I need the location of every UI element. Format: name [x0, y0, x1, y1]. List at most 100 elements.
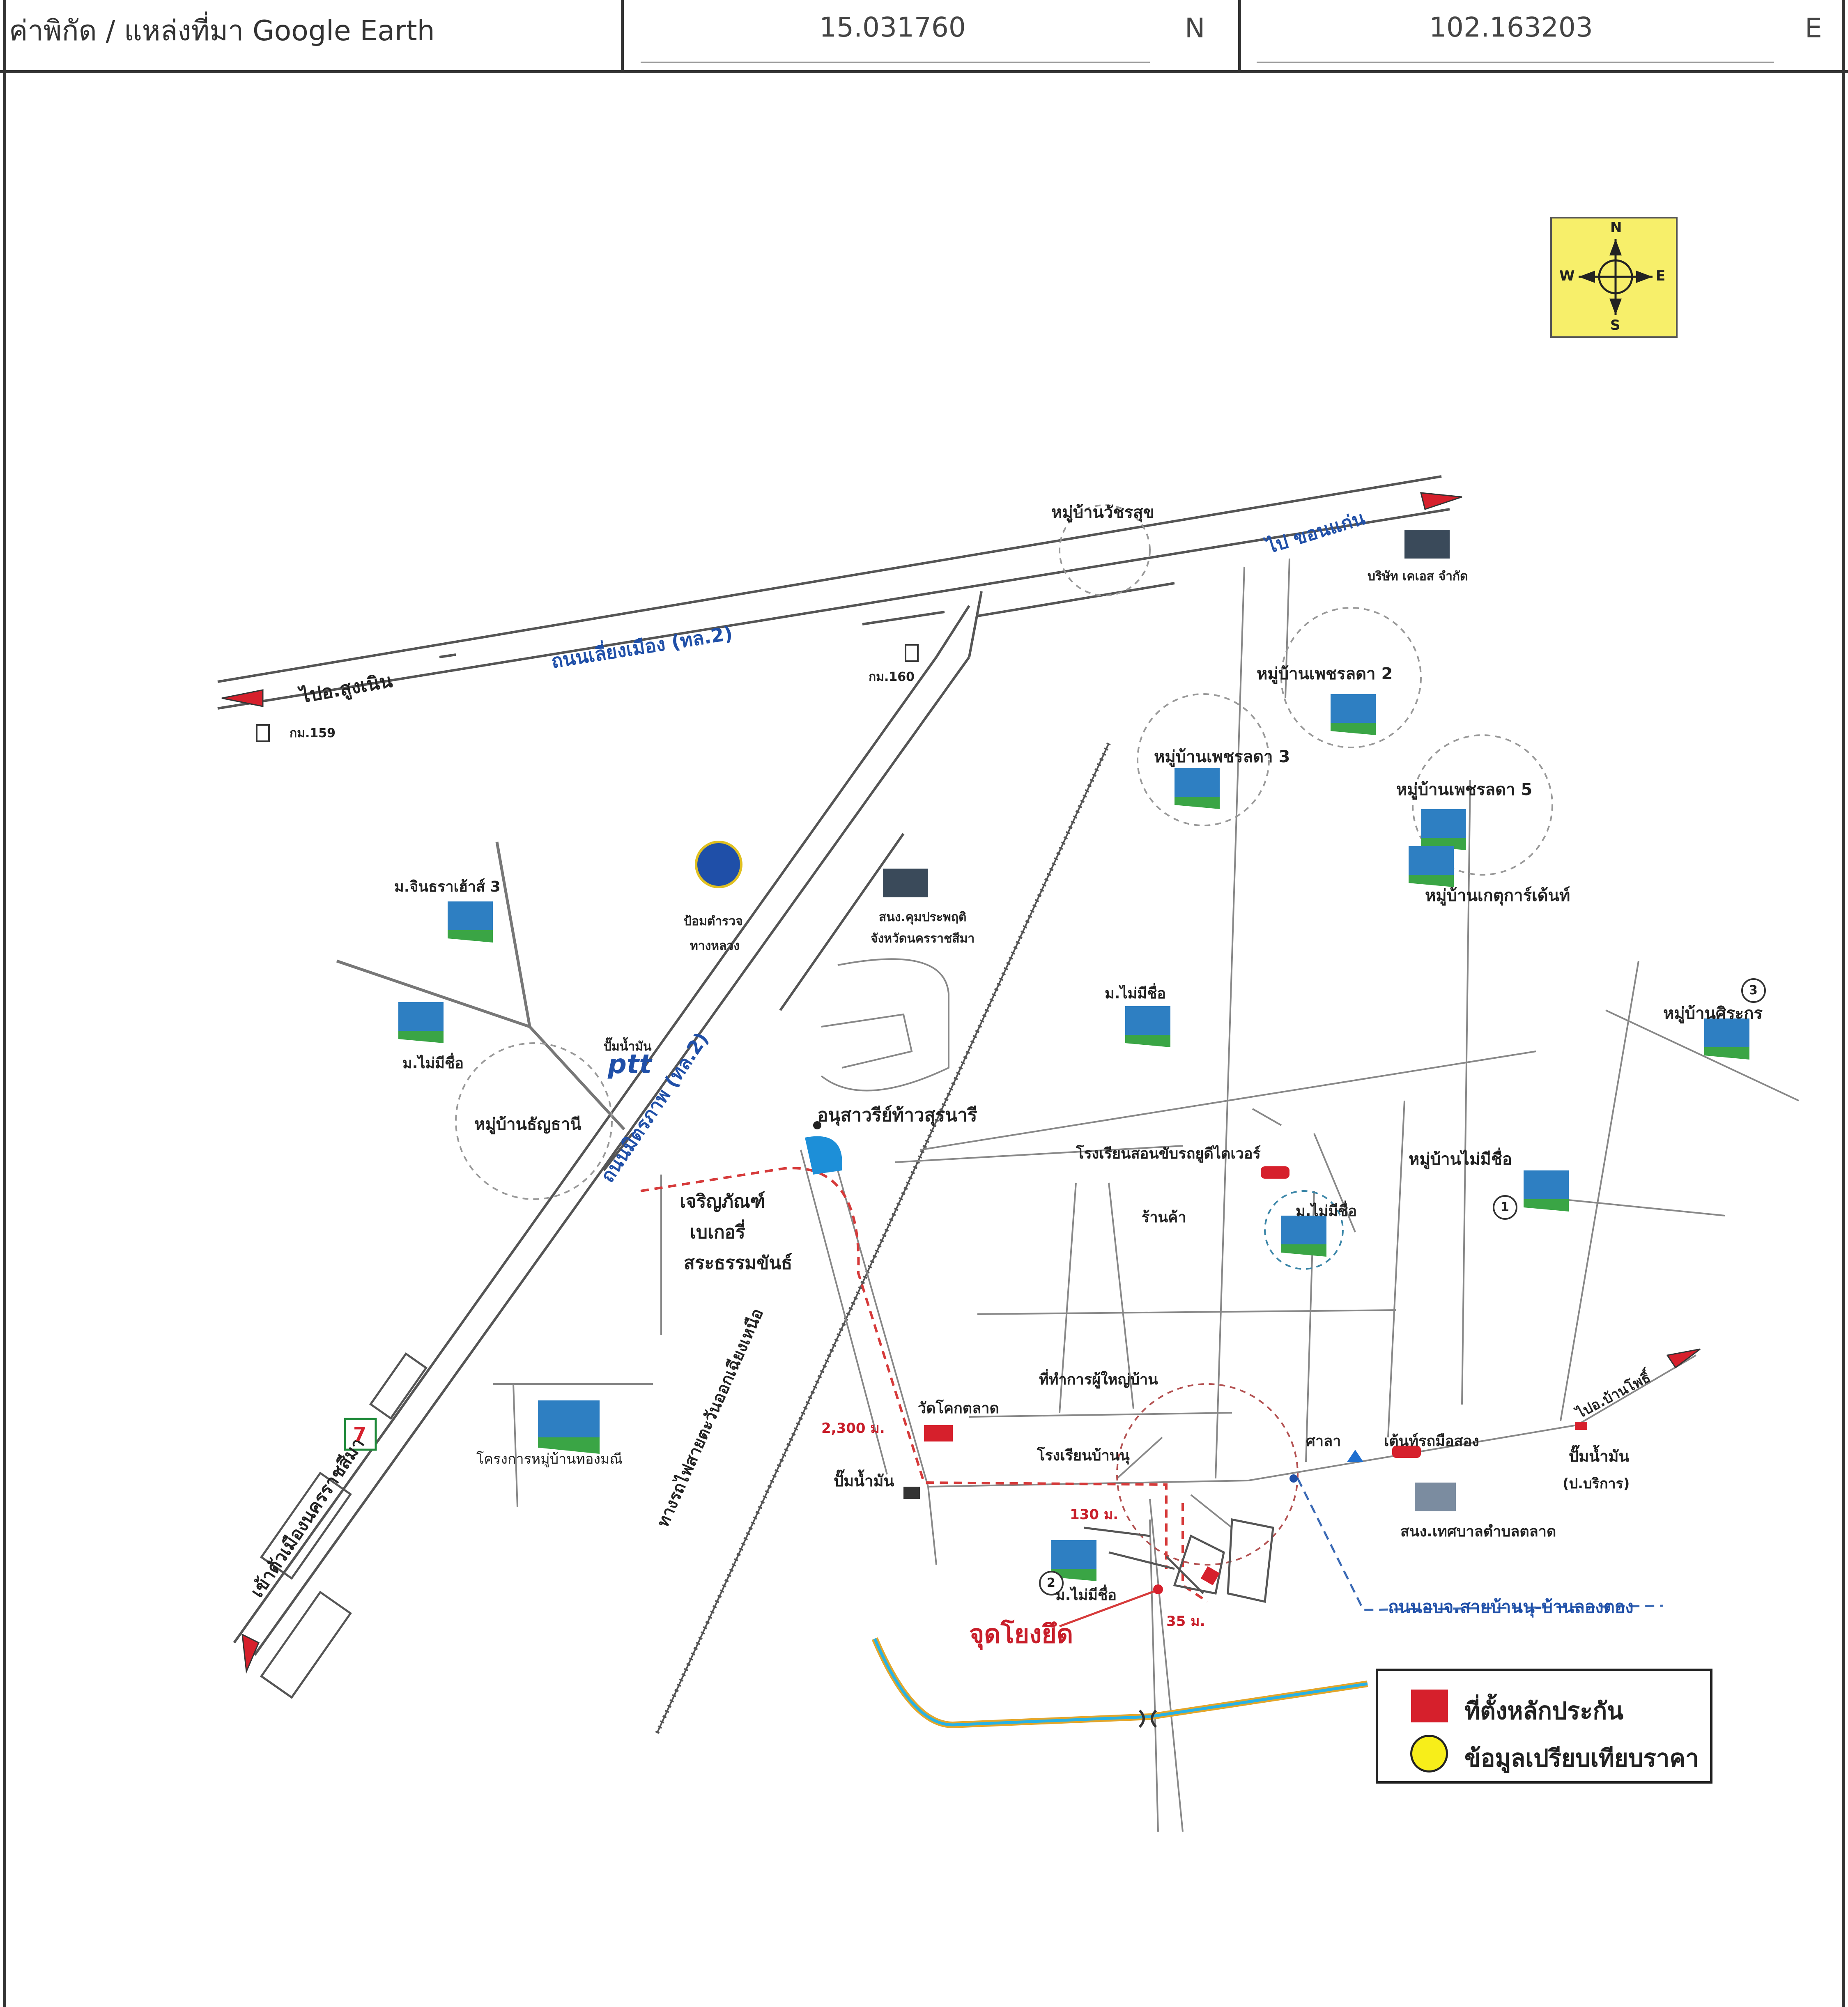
km160-label: กม.160	[869, 670, 915, 684]
building-icon	[883, 530, 1456, 1511]
house-icon	[398, 694, 1749, 1581]
compass-west: W	[1559, 268, 1575, 284]
arrow-to-khon-kaen	[1420, 492, 1462, 510]
location-map	[217, 475, 1799, 1832]
target-plots	[1084, 1518, 1274, 1603]
temple-icon	[924, 1425, 953, 1441]
pond-icon	[805, 1136, 842, 1175]
compass-south: S	[1610, 317, 1620, 333]
driving-school-label: โรงเรียนสอนขับรถยูดีไดเวอร์	[1076, 1145, 1261, 1162]
no-name-village-label: ม.ไม่มีชื่อ	[1055, 1587, 1117, 1604]
monument-label: อนุสาวรีย์ท้าวสุรนารี	[817, 1105, 977, 1126]
project-thongmani-label: โครงการหมู่บ้านทองมณี	[476, 1451, 623, 1467]
village-sirakorn-label: หมู่บ้านศิระกร	[1663, 1004, 1763, 1023]
bridge-icon	[1138, 1709, 1157, 1728]
no-name-village-label: ม.ไม่มีชื่อ	[1296, 1203, 1357, 1220]
monument-icon	[813, 1121, 821, 1129]
longitude-unit: E	[1805, 12, 1822, 44]
km160-icon	[905, 644, 919, 662]
bakery-label-2: เบเกอรี่	[690, 1222, 745, 1243]
collateral-swatch	[1411, 1690, 1448, 1722]
header-divider	[621, 0, 624, 73]
distance-2300-label: 2,300 ม.	[821, 1420, 885, 1437]
number-label-2: 2	[1047, 1576, 1055, 1590]
no-name-village-label: ม.ไม่มีชื่อ	[402, 1055, 464, 1072]
police-box-label: ป้อมตำรวจ	[684, 914, 743, 929]
local-road-label: ถนนอบจ.สายบ้านนุ-บ้านลองตอง	[1388, 1597, 1634, 1617]
gas-station-icon	[1575, 1422, 1587, 1430]
crosswalk	[260, 1352, 428, 1699]
route-path	[640, 1167, 1208, 1603]
minor-roads	[493, 1149, 888, 1508]
sanong-label-2: จังหวัดนครราชสีมา	[871, 931, 975, 946]
car-icon	[1392, 1446, 1421, 1458]
km159-label: กม.159	[290, 726, 336, 740]
km159-icon	[256, 724, 270, 742]
arrow-to-ban-pho	[1666, 1348, 1701, 1369]
target-area-boundary	[1264, 1190, 1344, 1270]
sanong-label: สนง.คุมประพฤติ	[879, 910, 967, 924]
village-no-name-label: หมู่บ้านไม่มีชื่อ	[1409, 1150, 1512, 1169]
village-boundaries	[455, 504, 1553, 1566]
latitude-value: 15.031760	[819, 11, 966, 43]
railway-track	[656, 743, 1110, 1733]
compass-rose: N S E W	[1550, 217, 1678, 338]
bypass-highway	[217, 475, 1450, 710]
longitude-value: 102.163203	[1429, 11, 1593, 43]
village-petchlada3-label: หมู่บ้านเพชรลดา 3	[1154, 747, 1290, 766]
village-chinthara-label: ม.จินธราเฮ้าส์ 3	[394, 878, 501, 895]
legend-comparison-label: ข้อมูลเปรียบเทียบราคา	[1464, 1744, 1699, 1772]
header-label: ค่าพิกัด / แหล่งที่มา Google Earth	[9, 15, 435, 47]
sala-label: ศาลา	[1306, 1433, 1341, 1450]
pump-operator-label: (ป.บริการ)	[1563, 1476, 1630, 1492]
local-road-dashed	[1296, 1478, 1664, 1611]
company-kes-label: บริษัท เคเอส จำกัด	[1368, 569, 1468, 584]
village-thanyathani-label: หมู่บ้านธัญธานี	[474, 1115, 582, 1134]
seven-eleven-label: 7	[353, 1423, 367, 1445]
arrow-to-sung-noen	[221, 689, 264, 707]
municipal-office-label: สนง.เทศบาลตำบลตลาด	[1400, 1523, 1556, 1540]
mittraphap-highway	[233, 582, 1175, 1656]
target-point-label: จุดโยงยึด	[969, 1619, 1073, 1649]
compass-icon	[1579, 239, 1653, 315]
village-watcharasuk-label: หมู่บ้านวัชรสุข	[1051, 503, 1154, 522]
car-icon	[1261, 1166, 1289, 1179]
compass-north: N	[1610, 219, 1622, 236]
village-kaset-label: หมู่บ้านเกตุการ์เด้นท์	[1425, 886, 1570, 905]
shop-label: ร้านค้า	[1142, 1209, 1186, 1226]
distance-35-label: 35 ม.	[1166, 1613, 1205, 1630]
sala-icon	[1347, 1450, 1363, 1462]
junction-dot	[1289, 1474, 1298, 1483]
police-emblem-icon	[695, 841, 742, 888]
longitude-underline	[1257, 62, 1774, 63]
village-petchlada5-label: หมู่บ้านเพชรลดา 5	[1396, 780, 1533, 799]
target-point	[1153, 1584, 1163, 1594]
comparison-swatch	[1410, 1735, 1448, 1773]
number-label-3: 3	[1749, 983, 1758, 998]
police-box-label-2: ทางหลวง	[690, 939, 740, 953]
bakery-label-3: สระธรรมขันธ์	[684, 1253, 793, 1274]
village-petchlada2-label: หมู่บ้านเพชรลดา 2	[1257, 664, 1393, 683]
target-pointer	[1059, 1590, 1154, 1628]
map-legend: ที่ตั้งหลักประกัน ข้อมูลเปรียบเทียบราคา	[1376, 1669, 1712, 1784]
distance-130-label: 130 ม.	[1070, 1506, 1119, 1523]
coordinate-header: ค่าพิกัด / แหล่งที่มา Google Earth 15.03…	[0, 0, 1848, 73]
collateral-marker	[1200, 1566, 1220, 1586]
no-name-village-label: ม.ไม่มีชื่อ	[1105, 985, 1166, 1002]
page-frame	[3, 0, 1845, 2007]
header-divider	[1238, 0, 1241, 73]
number-label-1: 1	[1501, 1200, 1509, 1214]
ptt-pump-label: ปั๊มน้ำมัน	[604, 1039, 652, 1054]
arrow-to-city	[241, 1633, 260, 1674]
gas-station-icon	[903, 1487, 920, 1499]
canal	[871, 1637, 1368, 1729]
pump-label: ปั๊มน้ำมัน	[834, 1472, 894, 1490]
legend-collateral-label: ที่ตั้งหลักประกัน	[1464, 1697, 1623, 1725]
compass-east: E	[1656, 268, 1666, 284]
pump-label: ปั๊มน้ำมัน	[1569, 1447, 1630, 1465]
ptt-logo: ptt	[608, 1049, 652, 1080]
used-car-tent-label: เต้นท์รถมือสอง	[1384, 1433, 1479, 1450]
local-roads	[821, 558, 1799, 1832]
latitude-unit: N	[1185, 12, 1205, 44]
bakery-label-1: เจริญภัณฑ์	[680, 1191, 765, 1212]
